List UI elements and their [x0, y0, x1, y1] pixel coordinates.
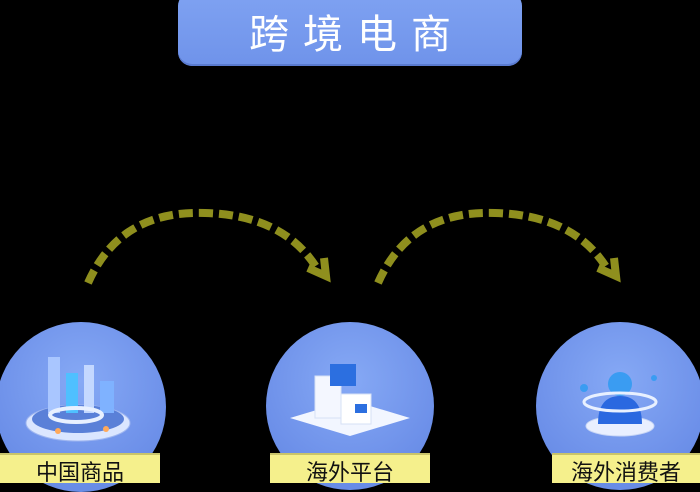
node-label: 中国商品: [0, 453, 160, 483]
title-banner: 跨境电商: [178, 0, 522, 66]
city-icon: [25, 357, 131, 442]
node-label: 海外消费者: [552, 453, 700, 483]
consumer-orbit-icon: [580, 372, 658, 437]
arrow-2: [374, 208, 612, 285]
node-label-text: 海外消费者: [570, 461, 681, 483]
arrowhead-2-icon: [596, 257, 621, 283]
title-text: 跨境电商: [249, 12, 465, 58]
node-label-text: 中国商品: [35, 461, 124, 483]
platform-cube-icon: [290, 364, 410, 436]
arrow-1: [84, 208, 322, 285]
flow-arrows: [84, 208, 621, 285]
node-label: 海外平台: [270, 453, 430, 483]
node-label-text: 海外平台: [305, 461, 394, 483]
arrowhead-1-icon: [306, 257, 331, 283]
